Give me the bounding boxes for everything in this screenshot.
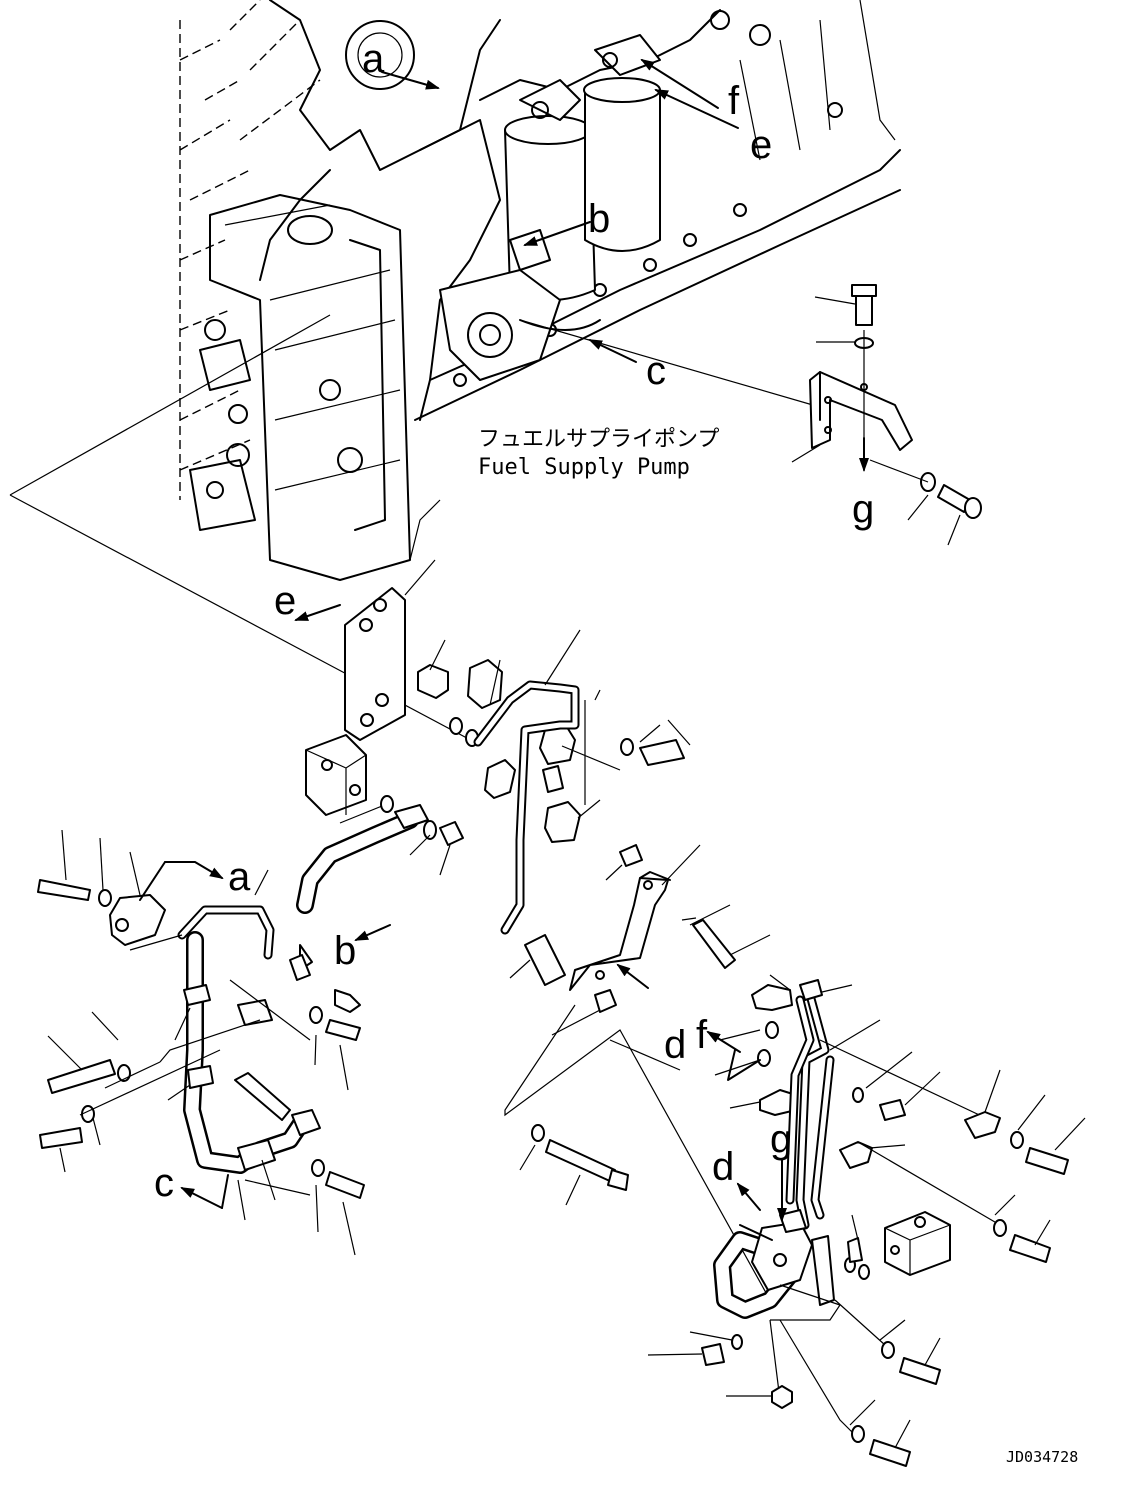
caption-japanese: フュエルサプライポンプ [478, 427, 719, 452]
callout-arrow-c-engine [588, 339, 637, 363]
leader [519, 319, 831, 411]
callout-arrow-a-engine [381, 71, 440, 90]
label-d-bracket: d [664, 1023, 686, 1067]
callout-arrow-b-hose [354, 924, 391, 941]
label-e-engine: e [750, 123, 772, 167]
callout-arrow-b-engine [523, 221, 591, 246]
drawing-code: JD034728 [1006, 1448, 1078, 1466]
label-c-engine: c [646, 349, 666, 393]
callout-arrow-e-engine [654, 89, 739, 129]
leader [9, 314, 331, 496]
mounting-plate-assembly [296, 559, 691, 935]
label-b-engine: b [588, 197, 610, 241]
label-f-lower: f [696, 1013, 708, 1057]
label-f-engine: f [728, 79, 740, 123]
left-hose-assembly [37, 829, 365, 1256]
label-g-lower: g [770, 1117, 792, 1161]
upper-bracket-assembly [791, 284, 982, 546]
caption-english: Fuel Supply Pump [478, 455, 690, 480]
label-e-plate: e [274, 579, 296, 623]
label-b-hose: b [334, 929, 356, 973]
label-g-engine: g [852, 487, 874, 531]
callout-arrow-f-engine [640, 58, 719, 109]
label-d-lower: d [712, 1145, 734, 1189]
callout-arrow-e-plate [294, 604, 341, 621]
label-a-hose: a [228, 855, 251, 899]
support-bracket-assembly [504, 844, 771, 1301]
engine-block [179, 0, 901, 581]
right-lower-assembly [647, 974, 1086, 1467]
label-a-engine: a [362, 37, 385, 81]
label-c-hose: c [154, 1161, 174, 1205]
